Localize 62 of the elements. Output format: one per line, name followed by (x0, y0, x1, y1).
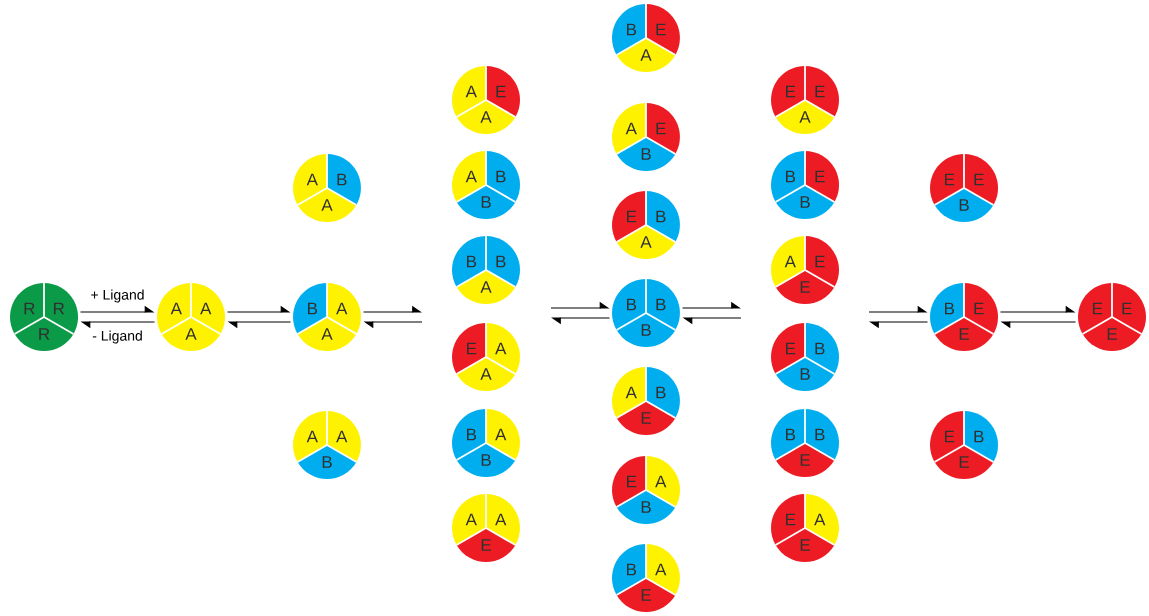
node-label: B (627, 563, 637, 576)
node-label: B (496, 255, 506, 268)
node-label: B (815, 342, 825, 355)
node-label: E (945, 173, 955, 186)
node-label: B (656, 298, 666, 311)
edge-label: + Ligand (89, 288, 146, 304)
node-label: A (495, 428, 507, 441)
node-label: E (786, 513, 796, 526)
node-label: A (625, 122, 637, 135)
node-label: E (496, 85, 506, 98)
node-label: B (974, 430, 984, 443)
node-label: E (786, 342, 796, 355)
node-label: A (465, 85, 477, 98)
node-label: E (815, 85, 825, 98)
node-label: B (496, 170, 506, 183)
node-label: B (308, 302, 318, 315)
node-label: E (815, 255, 825, 268)
node-label: A (200, 302, 212, 315)
node-label: E (974, 302, 984, 315)
node-label: E (656, 122, 666, 135)
node-label: E (974, 173, 984, 186)
node-label: B (467, 428, 477, 441)
node-label: A (465, 513, 477, 526)
node-label: A (655, 475, 667, 488)
node-label: E (815, 170, 825, 183)
node-label: E (1122, 302, 1132, 315)
node-label: B (627, 298, 637, 311)
node-label: B (815, 428, 825, 441)
node-label: E (1093, 302, 1103, 315)
edge-label: - Ligand (91, 329, 144, 345)
node-label: A (495, 342, 507, 355)
node-label: B (467, 255, 477, 268)
node-label: E (656, 23, 666, 36)
node-label: B (656, 210, 666, 223)
node-label: R (24, 302, 35, 315)
node-label: A (465, 170, 477, 183)
node-label: A (625, 386, 637, 399)
node-label: E (467, 342, 477, 355)
node-label: B (656, 386, 666, 399)
node-label: E (945, 430, 955, 443)
node-label: E (627, 475, 637, 488)
node-label: B (337, 173, 347, 186)
node-label: A (170, 302, 182, 315)
node-label: A (336, 430, 348, 443)
node-label: E (627, 210, 637, 223)
node-label: A (814, 513, 826, 526)
node-label: A (306, 430, 318, 443)
node-label: A (306, 173, 318, 186)
node-label: R (53, 302, 65, 315)
node-label: R (39, 328, 50, 340)
node-label: B (641, 324, 651, 336)
node-label: E (1107, 328, 1117, 340)
node-label: B (786, 170, 796, 183)
node-label: A (495, 513, 507, 526)
node-label: A (336, 302, 348, 315)
node-label: A (655, 563, 667, 576)
node-label: A (185, 328, 197, 340)
node-label: B (627, 23, 637, 36)
node-label: B (786, 428, 796, 441)
node-label: B (945, 302, 955, 315)
node-label: E (786, 85, 796, 98)
node-label: A (784, 255, 796, 268)
